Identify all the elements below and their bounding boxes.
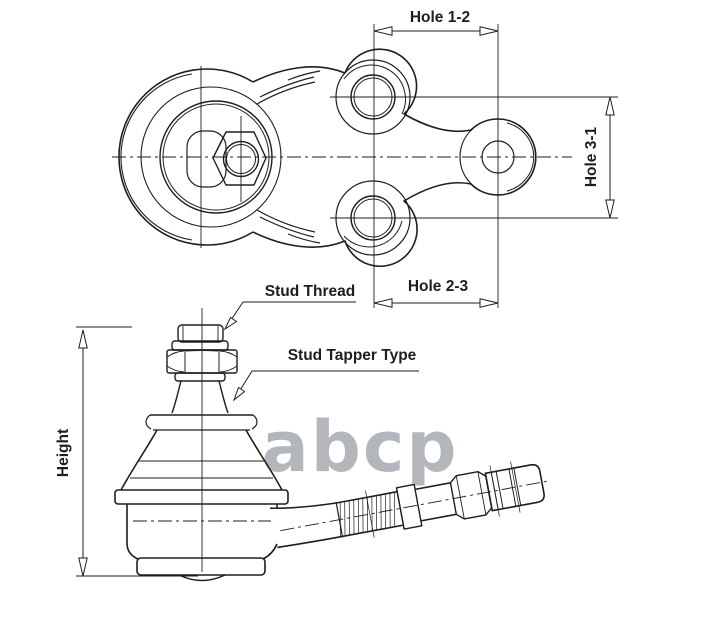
dim-label-hole-2-3: Hole 2-3 [408, 278, 469, 295]
leader-stud-tapper-type: Stud Tapper Type [232, 347, 419, 402]
thread-hatch [339, 492, 396, 537]
arm-shaft [270, 461, 551, 549]
dimension-hole-2-3: Hole 2-3 [373, 278, 499, 308]
dimension-hole-3-1: Hole 3-1 [583, 96, 615, 219]
stud-thread-and-nut [166, 324, 238, 382]
top-view-bracket-outline [252, 48, 537, 268]
dimension-height: Height [55, 326, 198, 577]
leader-stud-thread: Stud Thread [223, 283, 356, 331]
dim-label-hole-3-1: Hole 3-1 [583, 126, 600, 187]
top-view [112, 24, 618, 308]
top-view-centerlines [112, 24, 618, 308]
dim-label-hole-1-2: Hole 1-2 [410, 9, 470, 26]
front-view [114, 308, 551, 582]
watermark-logo: abcp [262, 406, 459, 488]
housing-body [114, 489, 289, 582]
boot-bellows [120, 414, 283, 491]
stud-taper [171, 380, 229, 414]
dimension-hole-1-2: Hole 1-2 [373, 9, 499, 36]
leader-label-stud-tapper-type: Stud Tapper Type [288, 347, 417, 364]
dim-label-height: Height [55, 429, 72, 477]
leader-label-stud-thread: Stud Thread [265, 283, 355, 300]
